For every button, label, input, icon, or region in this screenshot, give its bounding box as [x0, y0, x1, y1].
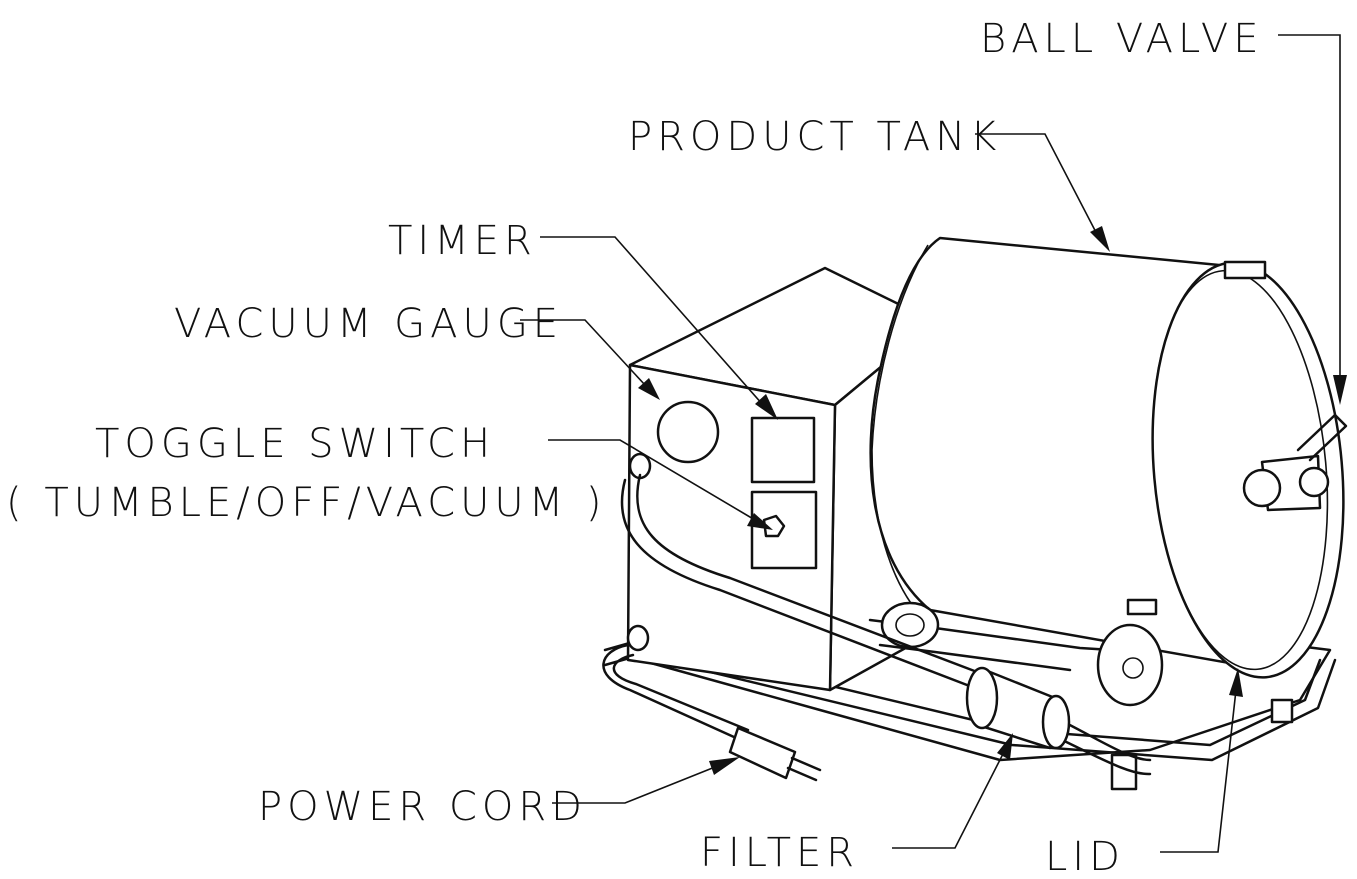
filter	[965, 666, 1071, 750]
label-timer: TIMER	[388, 218, 537, 264]
product-tank	[869, 236, 1348, 679]
label-toggle-switch-modes: ( TUMBLE/OFF/VACUUM )	[6, 480, 607, 526]
label-filter: FILTER	[700, 830, 859, 876]
label-ball-valve: BALL VALVE	[980, 16, 1264, 62]
label-vacuum-gauge: VACUUM GAUGE	[174, 301, 563, 347]
front-panel	[626, 400, 818, 652]
vacuum-gauge-dial	[656, 400, 720, 464]
timer-box	[750, 416, 816, 484]
vacuum-hose	[620, 473, 1152, 776]
label-lid: LID	[1045, 834, 1125, 879]
leader-lines	[520, 34, 1347, 853]
label-toggle-switch: TOGGLE SWITCH	[95, 421, 495, 467]
label-power-cord: POWER CORD	[258, 784, 587, 830]
switch-plate	[750, 490, 818, 570]
rollers	[868, 601, 1164, 707]
power-cord	[602, 643, 822, 782]
label-product-tank: PRODUCT TANK	[628, 114, 1001, 160]
labels: BALL VALVE PRODUCT TANK TIMER VACUUM GAU…	[6, 16, 1264, 879]
